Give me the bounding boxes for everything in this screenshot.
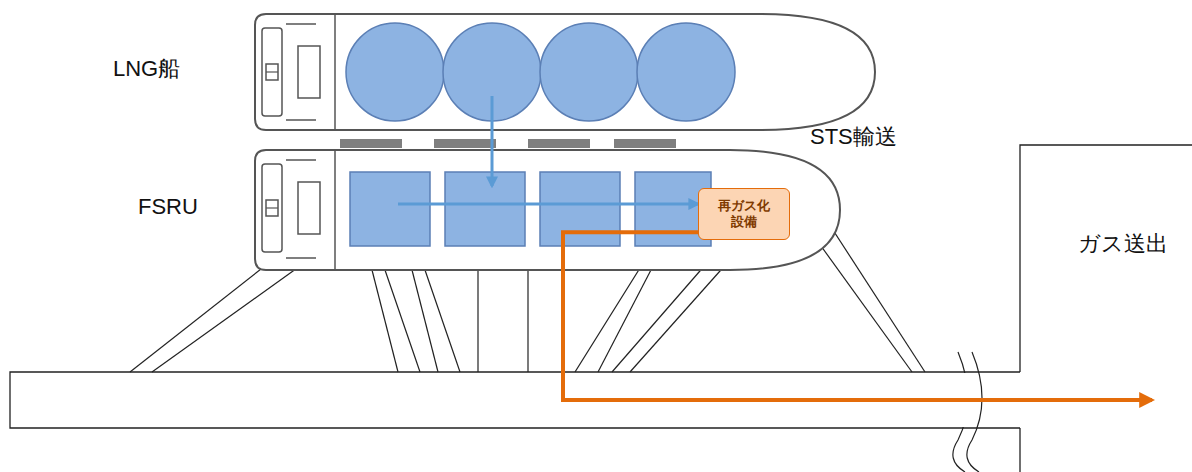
node-label: ガス送出 bbox=[1078, 229, 1168, 259]
break-mark bbox=[953, 352, 982, 472]
node-label: 再ガス化 設備 bbox=[713, 198, 775, 231]
node-label: LNG船 bbox=[113, 54, 180, 84]
fsru-ship: FSRU再ガス化 設備 bbox=[255, 150, 840, 270]
flow-arrow bbox=[398, 203, 698, 206]
land-area: ガス送出 bbox=[1020, 145, 1192, 472]
lng-ship: LNG船 bbox=[255, 14, 875, 130]
flow-arrow bbox=[491, 96, 494, 186]
land-outline bbox=[1020, 145, 1192, 472]
flow-arrow bbox=[563, 232, 1152, 400]
fsru-ship bbox=[255, 150, 840, 270]
regasification-box: 再ガス化 設備 bbox=[698, 188, 790, 240]
fender bbox=[340, 139, 676, 148]
node-label: FSRU bbox=[138, 194, 198, 220]
edge-label: STS輸送 bbox=[810, 122, 897, 152]
lng-ship bbox=[255, 14, 875, 130]
